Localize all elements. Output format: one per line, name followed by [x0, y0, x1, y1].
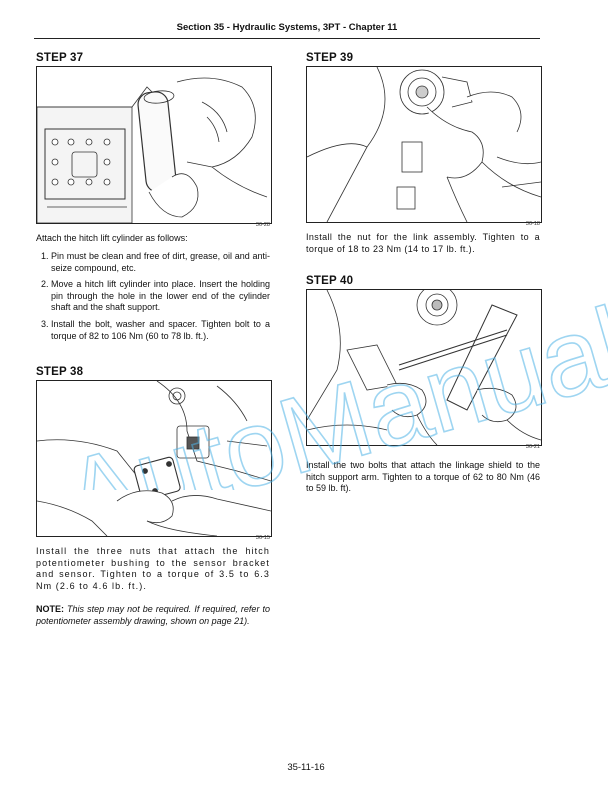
page-header: Section 35 - Hydraulic Systems, 3PT - Ch… — [34, 22, 540, 39]
step-39-title: STEP 39 — [306, 52, 354, 64]
step-39-text: Install the nut for the link assembly. T… — [306, 232, 540, 254]
page-number: 35-11-16 — [287, 762, 325, 773]
step-39-figure — [306, 66, 542, 223]
step-38-figure-id: 36-15 — [255, 535, 270, 541]
step-38-note: NOTE: This step may not be required. If … — [36, 604, 270, 627]
step-40-figure-id: 36-21 — [525, 444, 540, 450]
step-37-figure-id: 36-28 — [255, 222, 270, 228]
step-37-list: 1.Pin must be clean and free of dirt, gr… — [36, 251, 270, 347]
step-40-figure — [306, 289, 542, 446]
step-37-intro: Attach the hitch lift cylinder as follow… — [36, 233, 188, 243]
step-39-figure-id: 36-18 — [525, 221, 540, 227]
step-37-title: STEP 37 — [36, 52, 84, 64]
step-38-title: STEP 38 — [36, 366, 84, 378]
step-38-figure — [36, 380, 272, 537]
step-40-text: Install the two bolts that attach the li… — [306, 460, 540, 494]
step-40-title: STEP 40 — [306, 275, 354, 287]
list-item: 3.Install the bolt, washer and spacer. T… — [41, 318, 270, 341]
list-item: 2.Move a hitch lift cylinder into place.… — [41, 279, 270, 313]
note-text: This step may not be required. If requir… — [36, 604, 270, 626]
step-38-text: Install the three nuts that attach the h… — [36, 546, 270, 591]
note-label: NOTE: — [36, 604, 64, 614]
list-item: 1.Pin must be clean and free of dirt, gr… — [41, 251, 270, 273]
step-37-figure — [36, 66, 272, 224]
